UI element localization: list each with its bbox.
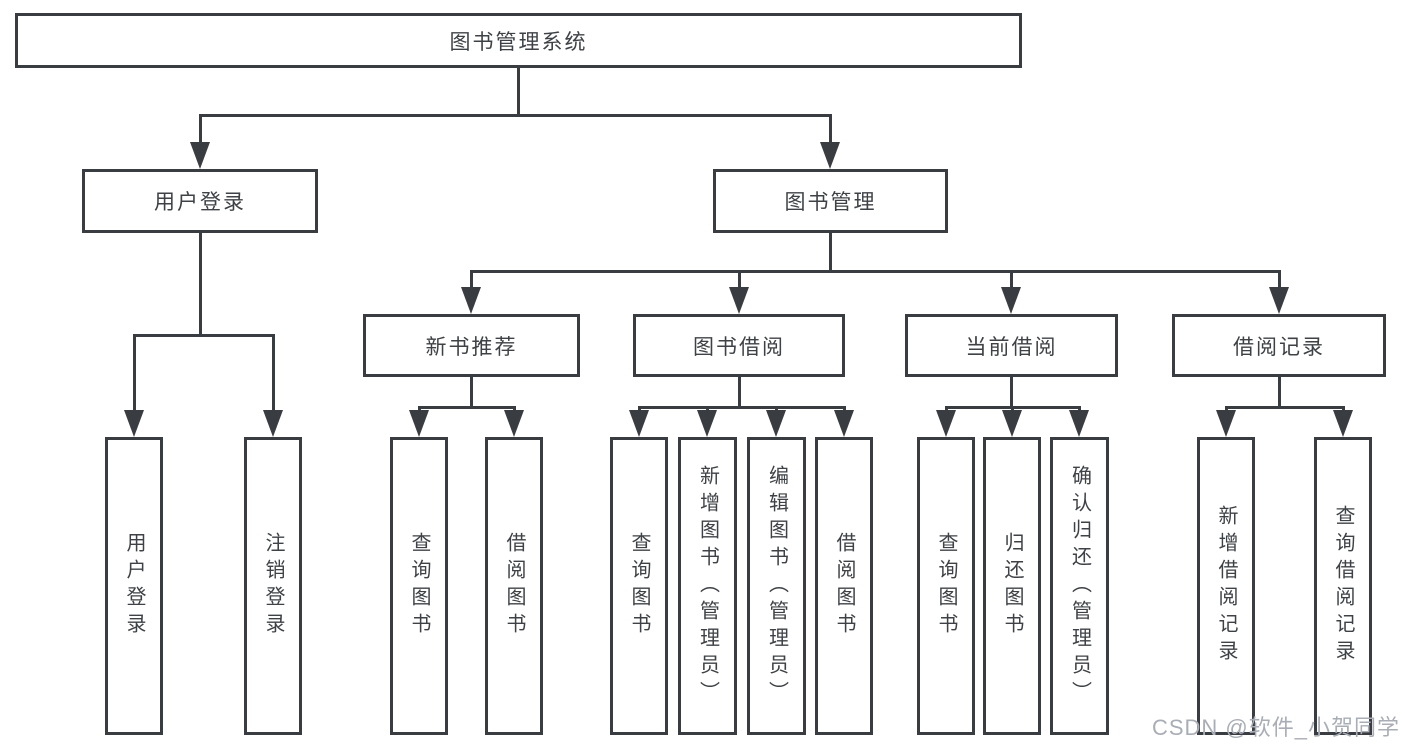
connector-to-leaf-user-login <box>133 334 136 412</box>
leaf-confirm-return-admin-label: 确认归还（管理员） <box>1068 464 1091 708</box>
arrow-down-icon <box>461 287 481 314</box>
connector-drop <box>775 406 778 413</box>
connector-user-login-stem <box>199 233 202 336</box>
connector-current-borrow-stem <box>1010 377 1013 409</box>
node-book-management-label: 图书管理 <box>784 191 877 214</box>
connector-book-management-split <box>470 270 1281 273</box>
connector-drop <box>513 406 516 413</box>
leaf-return-books: 归还图书 <box>983 437 1041 735</box>
connector-drop <box>1078 406 1081 413</box>
leaf-edit-books-admin: 编辑图书（管理员） <box>747 437 806 735</box>
arrow-down-icon <box>409 410 429 437</box>
leaf-logout-label: 注销登录 <box>262 532 284 640</box>
connector-drop <box>706 406 709 413</box>
connector-user-login-split <box>133 334 275 337</box>
node-book-borrowing: 图书借阅 <box>633 314 845 377</box>
node-user-login-label: 用户登录 <box>154 191 246 214</box>
leaf-borrow-books-recommend-label: 借阅图书 <box>503 532 525 640</box>
arrow-down-icon <box>729 287 749 314</box>
connector-book-management-stem <box>829 233 832 272</box>
connector-new-book-split <box>418 406 516 409</box>
node-library-system-label: 图书管理系统 <box>449 30 588 54</box>
leaf-add-books-admin-label: 新增图书（管理员） <box>696 464 719 708</box>
connector-borrow-records-stem <box>1278 377 1281 409</box>
connector-to-borrow-records <box>1278 270 1281 290</box>
node-current-borrowing-label: 当前借阅 <box>965 335 1058 359</box>
arrow-down-icon <box>504 410 524 437</box>
connector-drop <box>418 406 421 413</box>
arrow-down-icon <box>1002 410 1022 437</box>
connector-to-current-borrow <box>1010 270 1013 290</box>
connector-to-new-book <box>470 270 473 290</box>
connector-borrow-records-split <box>1225 406 1345 409</box>
node-library-system: 图书管理系统 <box>15 13 1022 68</box>
connector-book-borrow-stem <box>738 377 741 409</box>
leaf-return-books-label: 归还图书 <box>1001 532 1023 640</box>
leaf-query-books-recommend: 查询图书 <box>390 437 448 735</box>
connector-drop <box>638 406 641 413</box>
connector-new-book-stem <box>470 377 473 409</box>
connector-drop <box>945 406 948 413</box>
arrow-down-icon <box>834 410 854 437</box>
csdn-watermark: CSDN @软件_小贺同学 <box>1151 715 1400 740</box>
connector-drop <box>843 406 846 413</box>
arrow-down-icon <box>190 142 210 169</box>
leaf-add-borrow-record: 新增借阅记录 <box>1197 437 1255 735</box>
leaf-query-books-borrowing: 查询图书 <box>610 437 668 735</box>
connector-to-book-borrow <box>738 270 741 290</box>
arrow-down-icon <box>697 410 717 437</box>
node-current-borrowing: 当前借阅 <box>905 314 1118 377</box>
leaf-query-books-current: 查询图书 <box>917 437 975 735</box>
leaf-logout: 注销登录 <box>244 437 302 735</box>
node-new-book-recommend: 新书推荐 <box>363 314 580 377</box>
connector-root-stem <box>517 68 520 117</box>
connector-to-book-management <box>829 114 832 144</box>
node-borrowing-records-label: 借阅记录 <box>1233 335 1325 359</box>
leaf-query-borrow-record: 查询借阅记录 <box>1314 437 1372 735</box>
leaf-query-borrow-record-label: 查询借阅记录 <box>1332 505 1354 667</box>
leaf-confirm-return-admin: 确认归还（管理员） <box>1050 437 1109 735</box>
node-new-book-recommend-label: 新书推荐 <box>425 335 518 359</box>
arrow-down-icon <box>1333 410 1353 437</box>
leaf-add-books-admin: 新增图书（管理员） <box>678 437 737 735</box>
arrow-down-icon <box>124 410 144 437</box>
leaf-borrow-books: 借阅图书 <box>815 437 873 735</box>
node-book-borrowing-label: 图书借阅 <box>693 335 785 359</box>
leaf-query-books-recommend-label: 查询图书 <box>408 532 430 640</box>
leaf-add-borrow-record-label: 新增借阅记录 <box>1215 505 1237 667</box>
connector-book-borrow-split <box>638 406 846 409</box>
arrow-down-icon <box>1269 287 1289 314</box>
arrow-down-icon <box>766 410 786 437</box>
node-user-login: 用户登录 <box>82 169 318 233</box>
connector-drop <box>1011 406 1014 413</box>
connector-to-leaf-logout <box>272 334 275 412</box>
node-borrowing-records: 借阅记录 <box>1172 314 1386 377</box>
leaf-edit-books-admin-label: 编辑图书（管理员） <box>765 464 788 708</box>
leaf-borrow-books-recommend: 借阅图书 <box>485 437 543 735</box>
connector-root-split <box>199 114 831 117</box>
connector-drop <box>1342 406 1345 413</box>
connector-to-user-login <box>199 114 202 144</box>
leaf-borrow-books-label: 借阅图书 <box>833 532 855 640</box>
arrow-down-icon <box>1001 287 1021 314</box>
arrow-down-icon <box>936 410 956 437</box>
leaf-user-login: 用户登录 <box>105 437 163 735</box>
arrow-down-icon <box>1216 410 1236 437</box>
arrow-down-icon <box>629 410 649 437</box>
arrow-down-icon <box>820 142 840 169</box>
arrow-down-icon <box>1069 410 1089 437</box>
arrow-down-icon <box>263 410 283 437</box>
leaf-user-login-label: 用户登录 <box>123 532 145 640</box>
leaf-query-books-current-label: 查询图书 <box>935 532 957 640</box>
node-book-management: 图书管理 <box>713 169 948 233</box>
connector-drop <box>1225 406 1228 413</box>
leaf-query-books-borrowing-label: 查询图书 <box>628 532 650 640</box>
